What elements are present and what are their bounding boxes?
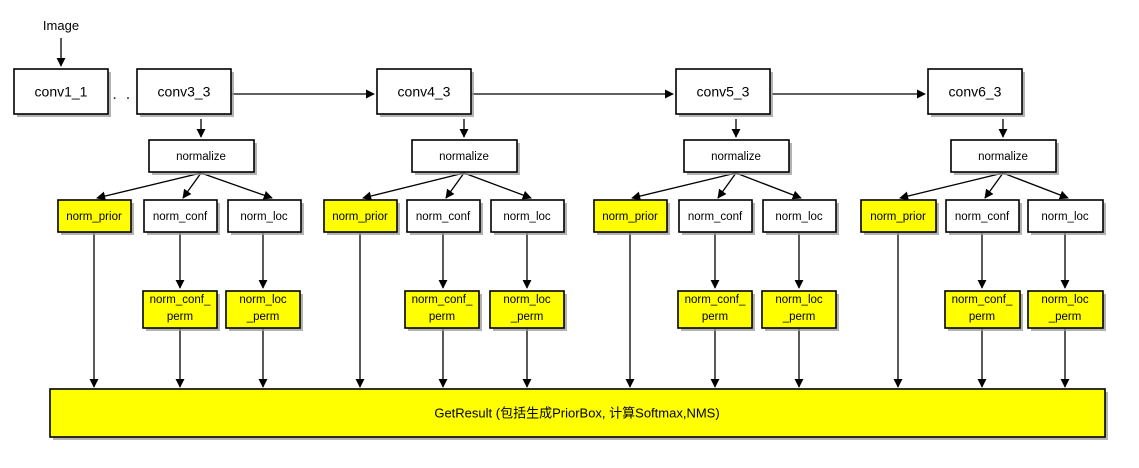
- edge-normalize4-to-prior: [899, 172, 1004, 201]
- node-norm-conf-4[interactable]: norm_conf: [945, 199, 1022, 235]
- node-label-line1: norm_loc: [503, 294, 551, 306]
- edge-normalize3-to-conf: [717, 172, 737, 199]
- node-norm-loc-4[interactable]: norm_loc: [1027, 199, 1106, 235]
- node-label-line2: _perm: [510, 311, 544, 323]
- node-label-line2: perm: [702, 311, 728, 323]
- node-conv3_3[interactable]: conv3_3: [136, 68, 234, 117]
- getresult-label: GetResult (包括生成PriorBox, 计算Softmax,NMS): [434, 405, 719, 420]
- edge-normalize4-to-conf: [984, 172, 1004, 199]
- node-getresult-bar[interactable]: GetResult (包括生成PriorBox, 计算Softmax,NMS): [49, 388, 1108, 440]
- node-conv6_3[interactable]: conv6_3: [927, 68, 1025, 117]
- node-label: norm_loc: [240, 211, 288, 223]
- edge-normalize2-to-conf: [445, 172, 465, 199]
- node-label-line1: norm_loc: [239, 294, 287, 306]
- node-norm-prior-1[interactable]: norm_prior: [57, 199, 134, 235]
- node-conv5_3[interactable]: conv5_3: [675, 68, 773, 117]
- node-normalize-3[interactable]: normalize: [683, 139, 792, 175]
- ellipsis-label: . . .: [112, 84, 146, 103]
- node-norm-prior-2[interactable]: norm_prior: [323, 199, 400, 235]
- node-norm-loc-3[interactable]: norm_loc: [762, 199, 839, 235]
- edge-normalize2-to-prior: [362, 172, 465, 201]
- node-norm-conf-perm-4[interactable]: norm_conf_ perm: [944, 290, 1023, 331]
- node-norm-loc-perm-2[interactable]: norm_loc _perm: [489, 290, 567, 331]
- node-label-line1: norm_conf_: [412, 294, 473, 306]
- edge-normalize1-to-conf: [182, 172, 202, 199]
- node-norm-loc-perm-3[interactable]: norm_loc _perm: [761, 290, 839, 331]
- node-label: norm_prior: [332, 211, 388, 223]
- node-normalize-2[interactable]: normalize: [411, 139, 520, 175]
- node-label: conv6_3: [949, 84, 1002, 100]
- node-label-line1: norm_conf_: [952, 294, 1013, 306]
- node-label: norm_loc: [1041, 211, 1089, 223]
- node-label: norm_conf: [688, 211, 743, 223]
- edge-normalize1-to-loc: [200, 172, 273, 200]
- edge-normalize3-to-loc: [735, 172, 802, 200]
- node-norm-conf-perm-3[interactable]: norm_conf_ perm: [677, 290, 755, 331]
- node-label: norm_conf: [955, 211, 1010, 223]
- node-label: norm_conf: [416, 211, 471, 223]
- node-label-line2: _perm: [246, 311, 280, 323]
- node-normalize-1[interactable]: normalize: [148, 139, 257, 175]
- node-label: norm_prior: [870, 211, 926, 223]
- node-label-line1: norm_loc: [1041, 294, 1089, 306]
- node-label: conv4_3: [398, 84, 451, 100]
- node-label-line1: norm_loc: [775, 294, 823, 306]
- node-label: conv5_3: [697, 84, 750, 100]
- node-norm-conf-perm-2[interactable]: norm_conf_ perm: [404, 290, 482, 331]
- node-norm-loc-1[interactable]: norm_loc: [227, 199, 304, 235]
- node-norm-prior-4[interactable]: norm_prior: [860, 199, 939, 235]
- node-label-line2: perm: [429, 311, 455, 323]
- node-label-line2: _perm: [1048, 311, 1082, 323]
- node-norm-loc-2[interactable]: norm_loc: [490, 199, 567, 235]
- node-label: normalize: [711, 151, 761, 163]
- node-label-line2: perm: [969, 311, 995, 323]
- node-label: norm_prior: [66, 211, 122, 223]
- node-norm-prior-3[interactable]: norm_prior: [593, 199, 670, 235]
- node-label-line2: _perm: [782, 311, 816, 323]
- node-label: normalize: [176, 151, 226, 163]
- edge-normalize1-to-prior: [96, 172, 202, 201]
- node-label: norm_loc: [503, 211, 551, 223]
- node-label: normalize: [978, 151, 1028, 163]
- edge-normalize4-to-loc: [1002, 172, 1069, 200]
- node-label-line1: norm_conf_: [685, 294, 746, 306]
- image-input-label: Image: [43, 18, 79, 33]
- node-label: conv1_1: [35, 84, 88, 100]
- node-label: norm_prior: [602, 211, 658, 223]
- node-label-line2: perm: [167, 311, 193, 323]
- node-norm-conf-1[interactable]: norm_conf: [143, 199, 220, 235]
- node-normalize-4[interactable]: normalize: [950, 139, 1059, 175]
- node-label: conv3_3: [158, 84, 211, 100]
- node-norm-conf-perm-1[interactable]: norm_conf_ perm: [142, 290, 220, 331]
- node-label: norm_conf: [153, 211, 208, 223]
- node-conv4_3[interactable]: conv4_3: [376, 68, 474, 117]
- node-conv1_1[interactable]: conv1_1: [13, 68, 111, 117]
- node-label: normalize: [439, 151, 489, 163]
- node-norm-loc-perm-4[interactable]: norm_loc _perm: [1027, 290, 1106, 331]
- node-label-line1: norm_conf_: [150, 294, 211, 306]
- node-label: norm_loc: [775, 211, 823, 223]
- edge-normalize3-to-prior: [631, 172, 737, 201]
- node-norm-conf-3[interactable]: norm_conf: [678, 199, 755, 235]
- node-norm-loc-perm-1[interactable]: norm_loc _perm: [225, 290, 303, 331]
- edge-normalize2-to-loc: [463, 172, 532, 200]
- node-norm-conf-2[interactable]: norm_conf: [406, 199, 483, 235]
